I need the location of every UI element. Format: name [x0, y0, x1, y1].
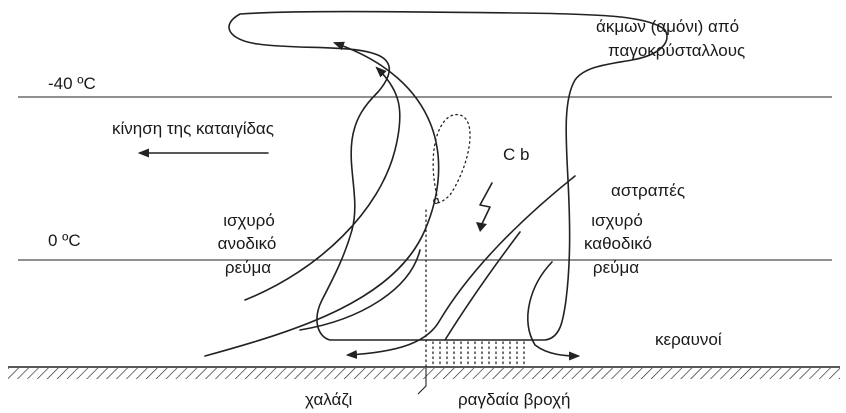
- downdraft-label-line2: καθοδικό: [584, 234, 652, 253]
- downdraft-label-line3: ρεύμα: [593, 258, 639, 277]
- updraft-label-line3: ρεύμα: [225, 258, 271, 277]
- updraft-label-line2: ανοδικό: [218, 234, 277, 253]
- temp-minus40-label: -40 ºC: [48, 74, 96, 93]
- storm-motion-label: κίνηση της καταιγίδας: [112, 119, 274, 138]
- lightning-bolt-tip: [476, 222, 487, 232]
- updraft-streamline-outer: [205, 43, 439, 356]
- downdraft-streamline-inner: [445, 232, 520, 340]
- ground-hatching: [8, 368, 840, 379]
- thunder-label: κεραυνοί: [655, 330, 722, 349]
- heavy-rain-shading: [433, 342, 524, 366]
- heavy-rain-label: ραγδαία βροχή: [458, 390, 570, 409]
- anvil-label-line2: παγοκρύσταλλους: [608, 41, 745, 60]
- temp-zero-label: 0 ºC: [48, 231, 81, 250]
- downdraft-label-line1: ισχυρό: [591, 211, 643, 230]
- lightning-bolt-icon: [480, 183, 492, 228]
- cb-label: C b: [503, 145, 529, 164]
- downdraft-streamline-right: [528, 262, 578, 356]
- lightning-label: αστραπές: [611, 181, 685, 200]
- anvil-label-line1: άκμων (αμόνι) από: [596, 17, 739, 36]
- updraft-streamline-mid: [300, 250, 420, 330]
- downdraft-streamline-left: [348, 176, 575, 355]
- cloud-outline: [229, 12, 667, 340]
- hail-label: χαλάζι: [305, 390, 353, 409]
- updraft-label-line1: ισχυρό: [223, 211, 275, 230]
